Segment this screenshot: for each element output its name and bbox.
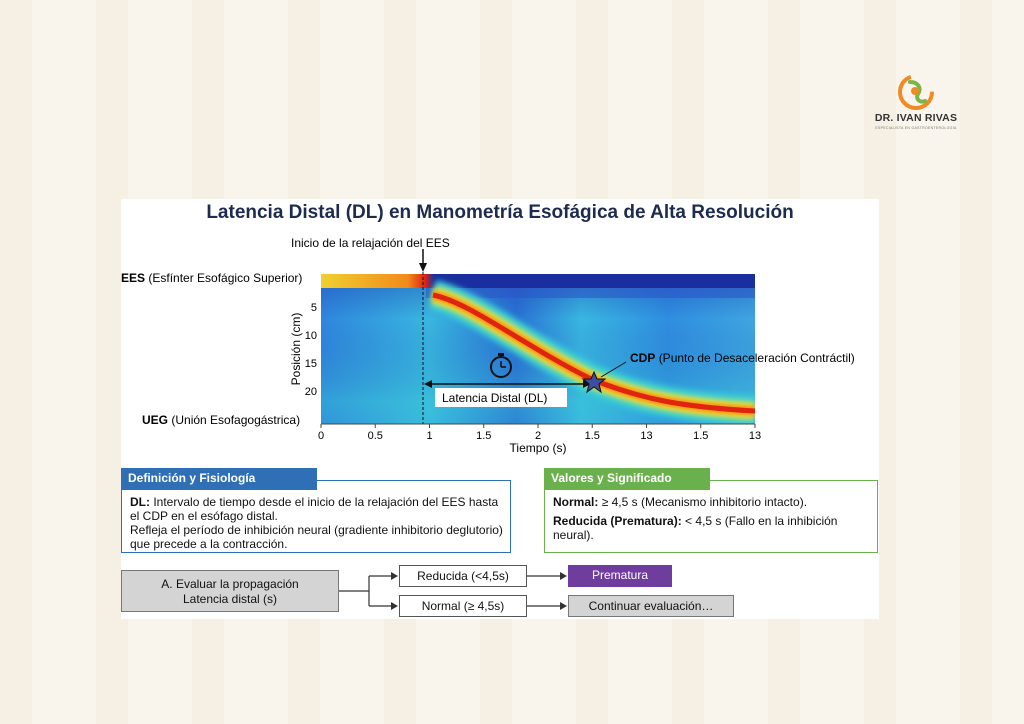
x-tick-label: 0.5 [368,430,383,442]
ueg-label: UEG (Unión Esofagogástrica) [142,413,300,427]
x-tick-label: 1.5 [585,430,600,442]
manometry-plot: Inicio de la relajación del EES EES (Esf… [121,236,855,455]
infographic-card: Latencia Distal (DL) en Manometría Esofá… [121,199,879,619]
relaxation-arrowhead [419,263,427,272]
y-tick-label: 10 [305,330,317,342]
definition-heading: Definición y Fisiología [121,468,317,490]
brand-logo: DR. IVAN RIVAS ESPECIALISTA EN GASTROENT… [868,74,964,134]
x-tick-label: 1.5 [693,430,708,442]
definition-line-1: DL: Intervalo de tiempo desde el inicio … [130,495,499,523]
definition-line-2: Refleja el período de inhibición neural … [130,523,503,551]
x-tick-label: 13 [749,430,761,442]
x-axis-label: Tiempo (s) [510,441,567,455]
x-tick-label: 1 [426,430,432,442]
dl-label: Latencia Distal (DL) [442,391,547,405]
flow-premature-box: Prematura [568,565,672,587]
infographic-title: Latencia Distal (DL) en Manometría Esofá… [206,202,794,223]
cdp-label: CDP (Punto de Desaceleración Contráctil) [630,351,855,365]
flow-continue-box: Continuar evaluación… [568,595,734,617]
flow-normal-box: Normal (≥ 4,5s) [399,595,527,617]
values-normal: Normal: ≥ 4,5 s (Mecanismo inhibitorio i… [553,495,808,509]
flow-reduced-box: Reducida (<4,5s) [399,565,527,587]
ees-label: EES (Esfínter Esofágico Superior) [121,271,302,285]
y-tick-label: 20 [305,386,317,398]
y-tick-label: 15 [305,358,317,370]
brand-tagline: ESPECIALISTA EN GASTROENTEROLOGÍA [875,126,957,130]
y-tick-label: 5 [311,302,317,314]
x-axis-ticks: 0 0.5 1 1.5 2 1.5 13 1.5 13 [318,424,761,442]
y-axis-label: Posición (cm) [289,313,303,386]
values-heading: Valores y Significado [544,468,710,490]
flow-start-line-1: A. Evaluar la propagación [161,577,299,591]
x-tick-label: 13 [640,430,652,442]
stopwatch-icon [490,353,512,378]
values-reduced: Reducida (Prematura): < 4,5 s (Fallo en … [553,514,838,542]
definition-box: DL: Intervalo de tiempo desde el inicio … [121,480,511,553]
x-tick-label: 1.5 [476,430,491,442]
x-tick-label: 0 [318,430,324,442]
relaxation-annotation: Inicio de la relajación del EES [291,236,450,250]
flow-start-box: A. Evaluar la propagación Latencia dista… [121,570,339,612]
brand-name: DR. IVAN RIVAS [874,112,958,124]
stomach-logo-icon [898,74,934,110]
values-box: Normal: ≥ 4,5 s (Mecanismo inhibitorio i… [544,480,878,553]
cdp-star-icon [581,370,607,394]
x-tick-label: 2 [535,430,541,442]
flow-start-line-2: Latencia distal (s) [182,592,278,606]
y-axis-ticks: 5 10 15 20 [305,302,317,398]
